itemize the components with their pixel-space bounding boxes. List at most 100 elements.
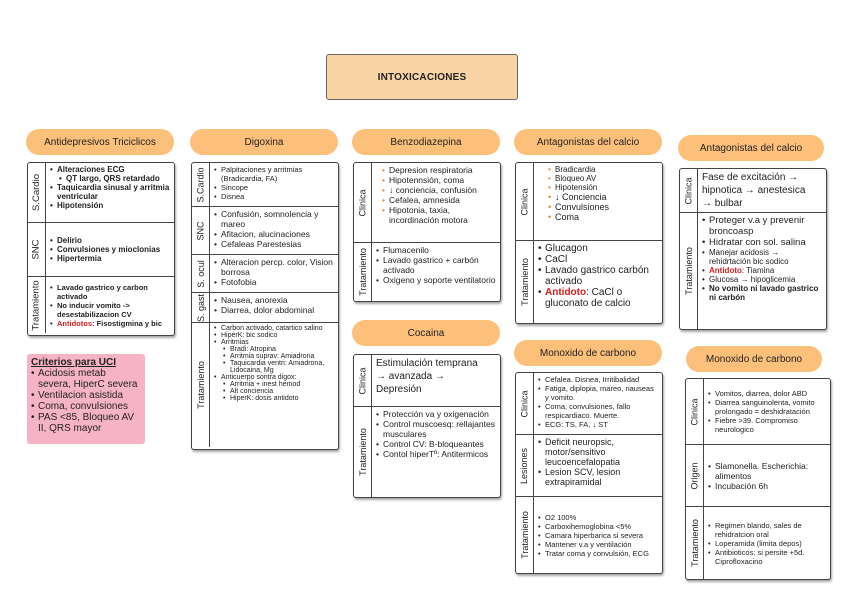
list-item: Disnea (214, 192, 335, 201)
list-item: Vomitos, diarrea, dolor ABD (708, 389, 827, 398)
list-item: Glucosa → hipoglicemia (702, 275, 823, 284)
list-item: ↓ conciencia, confusión (382, 185, 497, 195)
cocaina-treatment-section: Tratamiento Protección va y oxigenación … (354, 407, 500, 497)
list-item: Hipotennsión, coma (382, 175, 497, 185)
list-item: HiperK: dosis antidoto (214, 395, 335, 402)
calcio1-header: Antagonistas del calcio (514, 129, 662, 155)
co-clinica-section: Clinica Cefalea. Disnea, Irritibalidad F… (516, 373, 662, 435)
list-item: Alteracion percp. color, Vision borrosa (214, 257, 335, 277)
section-label: Clinica (686, 379, 704, 444)
section-label: Tratamiento (516, 497, 534, 573)
text-line: Estimulación temprana (376, 358, 478, 369)
co2-clinica-section: Clinica Vomitos, diarrea, dolor ABD Diar… (686, 379, 830, 445)
section-label: Tratamiento (192, 323, 210, 447)
list-item: Antidoto: CaCl o gluconato de calcio (538, 287, 659, 309)
list-item: Hidratar con sol. salina (702, 237, 823, 248)
list-item: Cefaleas Parestesias (214, 239, 335, 249)
dig-treatment-section: Tratamiento Carbon activado, catartico s… (192, 323, 338, 447)
list-item: Palpitaciones y arritmias (Bradicardia, … (214, 165, 335, 183)
cocaina-card: Clinica Estimulación temprana → avanzada… (353, 354, 501, 498)
list-item: Protección va y oxigenación (376, 409, 497, 419)
section-label: SNC (192, 207, 210, 254)
list-item: Alt conciencia (214, 388, 335, 395)
calcio2-clinica-section: Clinica Fase de excitación → hipnotica →… (680, 169, 826, 213)
list-item: Arritmia suprav: Amiadrona (214, 353, 335, 360)
calcio2-header: Antagonistas del calcio (678, 135, 824, 161)
text-line: Fase de excitación → (702, 172, 799, 183)
calcio1-treatment-section: Tratamiento Glucagon CaCl Lavado gastric… (516, 241, 662, 323)
list-item: Carbon activado, catartico salino (214, 325, 335, 332)
list-item: Lavado gastrico carbón activado (538, 265, 659, 287)
list-item: No inducir vomito -> desestabilizacion C… (50, 301, 171, 319)
dig-cardio-section: S.Cardio Palpitaciones y arritmias (Brad… (192, 163, 338, 207)
list-item: Contol hiperTº: Antitermicos (376, 449, 497, 459)
section-label: Tratamiento (516, 241, 534, 323)
benzo-header: Benzodiazepina (352, 129, 500, 155)
list-item: Bloqueo AV (548, 174, 659, 183)
list-item: QT largo, QRS retardado (50, 174, 171, 183)
list-item: Slamonella. Escherichia: alimentos (708, 461, 827, 481)
list-item: Coma (548, 212, 659, 222)
co2-treatment-section: Tratamiento Regimen blando, sales de reh… (686, 507, 830, 579)
list-item: Taquicardia ventri: Amiadrona, Lidocaina… (214, 360, 335, 374)
text-line: → avanzada → (376, 371, 445, 382)
tca-card: S.Cardio Alteraciones ECG QT largo, QRS … (27, 162, 175, 336)
list-item: Arritmia + inest hemod (214, 381, 335, 388)
list-item: Anticuerpo sontra digox: (214, 374, 335, 381)
list-item: Antidotos: Fisostigmina y bic (50, 319, 171, 328)
main-title: INTOXICACIONES (326, 54, 518, 100)
cocaina-clinica-section: Clinica Estimulación temprana → avanzada… (354, 355, 500, 407)
list-item: Lavado gastrico y carbon activado (50, 283, 171, 301)
list-item: O2 100% (538, 513, 649, 522)
list-item: Taquicardia sinusal y arritmia ventricul… (50, 183, 171, 201)
list-item: Fatiga, diplopia, mareo, nauseas y vomit… (538, 384, 659, 402)
benzo-card: Clinica Depresion respiratoria Hipotenns… (353, 162, 501, 302)
text-line: → bulbar (702, 198, 743, 209)
criterios-uci-box: Criterios para UCI Acidosis metab severa… (27, 354, 145, 444)
list-item: Control CV: B-bloqueantes (376, 439, 497, 449)
section-label: Clinica (516, 373, 534, 434)
list-item: Loperamida (limita depos) (708, 539, 827, 548)
list-item: Hipotonia, taxia, incordinación motora (382, 205, 497, 225)
list-item: HiperK: bic sodico (214, 332, 335, 339)
list-item: Lesion SCV, lesion extrapiramidal (538, 467, 659, 487)
co-treatment-section: Tratamiento O2 100% Carboxihemoglobina <… (516, 497, 662, 573)
list-item: Nausea, anorexia (214, 295, 335, 305)
section-label: Clinica (516, 163, 534, 240)
list-item: Confusión, somnolencia y mareo (214, 209, 335, 229)
section-label: Tratamiento (28, 277, 46, 333)
tca-treatment-section: Tratamiento Lavado gastrico y carbon act… (28, 277, 174, 333)
list-item: Bradicardia (548, 165, 659, 174)
list-item: Afitacion, alucinaciones (214, 229, 335, 239)
list-item: Convulsiones y mioclonias (50, 245, 160, 254)
list-item: Regimen blando, sales de rehidratcion or… (708, 521, 827, 539)
list-item: Camara hiperbarica si severa (538, 531, 649, 540)
list-item: Acidosis metab severa, HiperC severa (31, 368, 141, 390)
benzo-clinica-section: Clinica Depresion respiratoria Hipotenns… (354, 163, 500, 243)
dig-ocular-section: S. ocul Alteracion percp. color, Vision … (192, 255, 338, 293)
co-card: Clinica Cefalea. Disnea, Irritibalidad F… (515, 372, 663, 574)
list-item: Tratar coma y convulsión, ECG (538, 549, 649, 558)
list-item: Antibioticos: si persite +5d. Ciprofloxa… (708, 548, 827, 566)
section-label: S.Cardio (28, 163, 46, 222)
list-item: Sincope (214, 183, 335, 192)
section-label: Tratamiento (354, 243, 372, 301)
tca-header: Antidepresivos Triciclicos (26, 129, 174, 155)
section-label: Origen (686, 445, 704, 506)
co-lesiones-section: Lesiones Deficit neuropsic, motor/sensit… (516, 435, 662, 497)
list-item: Convulsiones (548, 202, 659, 212)
section-label: Clinica (354, 163, 372, 242)
criterios-title: Criterios para UCI (31, 357, 117, 368)
list-item: Hipertermia (50, 254, 160, 263)
calcio1-clinica-section: Clinica Bradicardia Bloqueo AV Hipotensi… (516, 163, 662, 241)
list-item: Deficit neuropsic, motor/sensitivo leuco… (538, 437, 659, 467)
calcio2-treatment-section: Tratamiento Proteger v.a y prevenir bron… (680, 213, 826, 329)
calcio2-card: Clinica Fase de excitación → hipnotica →… (679, 168, 827, 330)
list-item: PAS <85, Bloqueo AV II, QRS mayor (31, 412, 141, 434)
list-item: Coma, convulsiones (31, 401, 141, 412)
section-label: Tratamiento (686, 507, 704, 579)
section-label: Tratamiento (354, 407, 372, 497)
list-item: Lavado gastrico + carbón activado (376, 255, 497, 275)
list-item: Hipotensión (50, 201, 171, 210)
co2-origen-section: Origen Slamonella. Escherichia: alimento… (686, 445, 830, 507)
